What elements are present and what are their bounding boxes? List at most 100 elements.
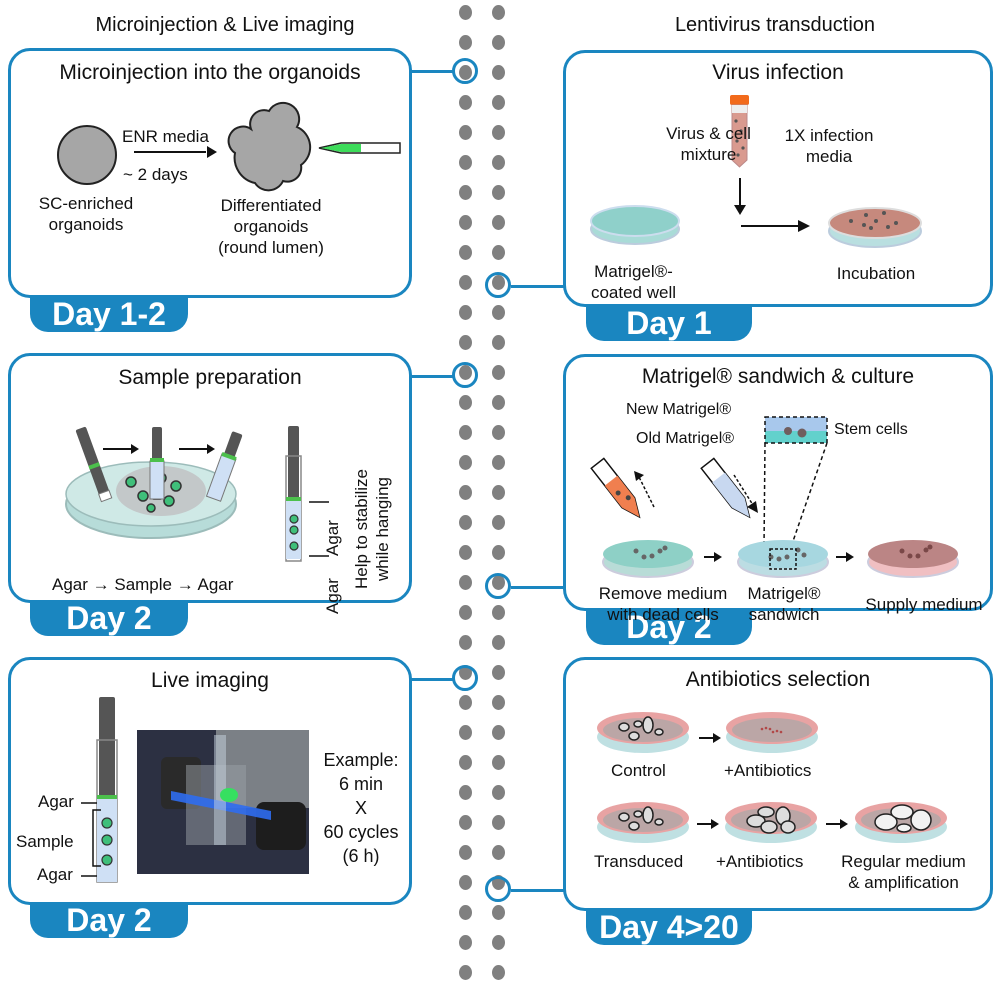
label-sample: Sample [16, 832, 74, 851]
antibiotics-illustration [597, 712, 947, 843]
timeline-dot [492, 365, 505, 380]
timeline-dot [492, 305, 505, 320]
label-agar-top: Agar [323, 520, 342, 556]
timeline-dot [459, 275, 472, 290]
label-agar-top: Agar [38, 792, 74, 811]
timeline-dot [459, 575, 472, 590]
panel-sample-prep: Sample preparation Agar → Sampl [8, 353, 412, 614]
timeline-dot [492, 455, 505, 470]
timeline-dot [492, 815, 505, 830]
label-line: sandwich [748, 605, 820, 624]
timeline-dot [492, 215, 505, 230]
label-stabilize-note: Help to stabilize while hanging [351, 454, 393, 604]
day-tab-sample-prep: Day 2 [30, 598, 188, 636]
label-sc-enriched: SC-enriched organoids [21, 193, 151, 235]
label-line: Differentiated [220, 196, 322, 215]
timeline-dot [459, 305, 472, 320]
timeline-dot [459, 785, 472, 800]
connector-microinjection [411, 70, 453, 73]
label-remove-medium: Remove medium with dead cells [588, 583, 738, 625]
timeline-dot [459, 815, 472, 830]
dish-transduced-antibiotics-icon [725, 802, 817, 843]
label-line: X [354, 798, 367, 818]
label-line: media [805, 147, 853, 166]
dish-control-antibiotics-icon [726, 712, 818, 753]
label-line: mixture [680, 145, 737, 164]
sc-organoid-icon [57, 125, 117, 185]
label-line: SC-enriched [38, 194, 134, 213]
label-agar-sample-agar: Agar → Sample → Agar [52, 575, 234, 594]
timeline-dot [459, 485, 472, 500]
label-matrigel-well: Matrigel®- coated well [576, 261, 691, 303]
timeline-dot [459, 455, 472, 470]
differentiated-organoid-icon [227, 101, 312, 192]
label-line: while hanging [373, 477, 392, 581]
label-line: Remove medium [598, 584, 728, 603]
label-line: Help to stabilize [352, 469, 371, 590]
label-new-matrigel: New Matrigel® [626, 401, 732, 418]
panel-live-imaging: Live imaging Agar Sample Agar Example: 6… [8, 657, 412, 905]
timeline-dot [459, 395, 472, 410]
connector-sample-prep [411, 375, 453, 378]
pipette-blue-icon [700, 457, 751, 519]
connector-virus [511, 285, 566, 288]
connector-antibiotics [511, 889, 566, 892]
timeline-dot [492, 935, 505, 950]
label-line: Virus & cell [666, 124, 751, 143]
timeline-dot [492, 5, 505, 20]
timeline-dot [492, 605, 505, 620]
timeline-dot [492, 65, 505, 80]
timeline-dot [492, 245, 505, 260]
label-line: Matrigel®- [594, 262, 673, 281]
label-differentiated: Differentiated organoids (round lumen) [201, 195, 341, 258]
timeline-dot [492, 635, 505, 650]
panel-title-matrigel: Matrigel® sandwich & culture [641, 365, 915, 388]
label-line: & amplification [848, 873, 959, 892]
timeline-dot [492, 485, 505, 500]
label-agar-bottom: Agar [37, 865, 73, 884]
label-regular-medium: Regular medium & amplification [831, 851, 976, 893]
timeline-dot [492, 155, 505, 170]
label-line: organoids [48, 215, 124, 234]
timeline-dot [459, 605, 472, 620]
timeline-dot [492, 725, 505, 740]
timeline-dot [459, 725, 472, 740]
label-virus-cell-mixture: Virus & cell mixture [651, 123, 766, 165]
timeline-dot [459, 845, 472, 860]
label-line: with dead cells [607, 605, 719, 624]
label-old-matrigel: Old Matrigel® [636, 430, 735, 447]
label-two-days: ~ 2 days [123, 165, 188, 184]
label-line: 60 cycles [323, 822, 399, 842]
panel-virus-infection: Virus infection Virus & cell mixture 1X … [563, 50, 993, 307]
timeline-dot [459, 245, 472, 260]
label-incubation: Incubation [836, 264, 916, 283]
timeline-dot [492, 185, 505, 200]
timeline-dot [492, 665, 505, 680]
tube-cap-icon [730, 95, 749, 105]
timeline-marker-microinjection [452, 58, 478, 84]
timeline-dot [492, 755, 505, 770]
label-line: 6 min [338, 774, 383, 794]
live-imaging-illustration [81, 697, 309, 883]
label-antibiotics-control: +Antibiotics [724, 761, 812, 780]
timeline-dot [492, 695, 505, 710]
label-line: (round lumen) [218, 238, 324, 257]
timeline-dot [459, 875, 472, 890]
timeline-dot [459, 545, 472, 560]
timeline-dot [459, 515, 472, 530]
day-tab-live-imaging: Day 2 [30, 900, 188, 938]
label-enr-media: ENR media [122, 127, 209, 146]
label-line: (6 h) [342, 846, 380, 866]
label-agar-bottom: Agar [323, 578, 342, 614]
capillary-left-icon [75, 426, 113, 503]
panel-antibiotics: Antibiotics selection Control +Antibioti… [563, 657, 993, 911]
timeline-dot [459, 5, 472, 20]
timeline-dot [459, 935, 472, 950]
panel-microinjection: Microinjection into the organoids ENR me… [8, 48, 412, 298]
timeline-dot [492, 95, 505, 110]
label-line: Matrigel® [747, 584, 821, 603]
panel-title-antibiotics: Antibiotics selection [685, 668, 871, 691]
timeline-marker-virus [485, 272, 511, 298]
stem-cells-inset-icon [765, 417, 827, 431]
virus-infection-illustration [590, 95, 922, 248]
